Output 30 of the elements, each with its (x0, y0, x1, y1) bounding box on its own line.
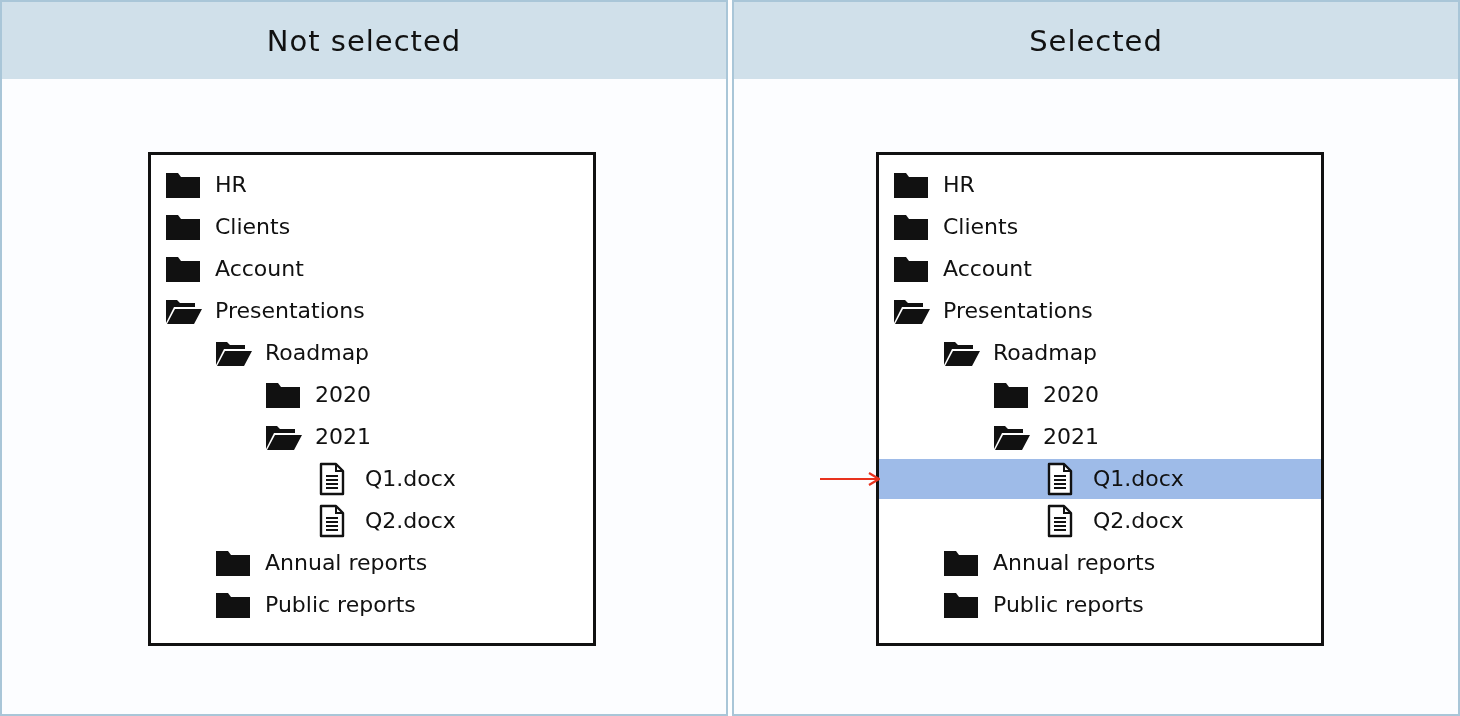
file-name: Q1.docx (1093, 465, 1184, 493)
folder-name: Account (943, 255, 1032, 283)
arrow (820, 471, 881, 487)
folder-name: HR (215, 171, 247, 199)
tree-view (148, 152, 596, 646)
selected-row (879, 459, 1321, 499)
folder-name: HR (943, 171, 975, 199)
folder-name: Account (215, 255, 304, 283)
panel (732, 0, 1460, 716)
folder-name: 2021 (315, 423, 371, 451)
folder-name: Clients (943, 213, 1019, 241)
tree-view (876, 152, 1324, 646)
file-name: Q1.docx (365, 465, 456, 493)
folder-name: Clients (215, 213, 291, 241)
folder-name: Public reports (265, 591, 416, 619)
folder-name: Public reports (993, 591, 1144, 619)
folder-name: Roadmap (993, 339, 1098, 367)
folder-name: 2021 (1043, 423, 1099, 451)
folder-name: Presentations (943, 297, 1093, 325)
folder-name: Roadmap (265, 339, 370, 367)
folder-name: Annual reports (993, 549, 1156, 577)
folder-name: 2020 (1043, 381, 1099, 409)
file-name: Q2.docx (1093, 507, 1184, 535)
file-name: Q2.docx (365, 507, 456, 535)
panel-header: Not selected (2, 2, 726, 79)
panel (0, 0, 728, 716)
panel-header: Selected (734, 2, 1458, 79)
folder-name: 2020 (315, 381, 371, 409)
folder-name: Annual reports (265, 549, 428, 577)
folder-name: Presentations (215, 297, 365, 325)
